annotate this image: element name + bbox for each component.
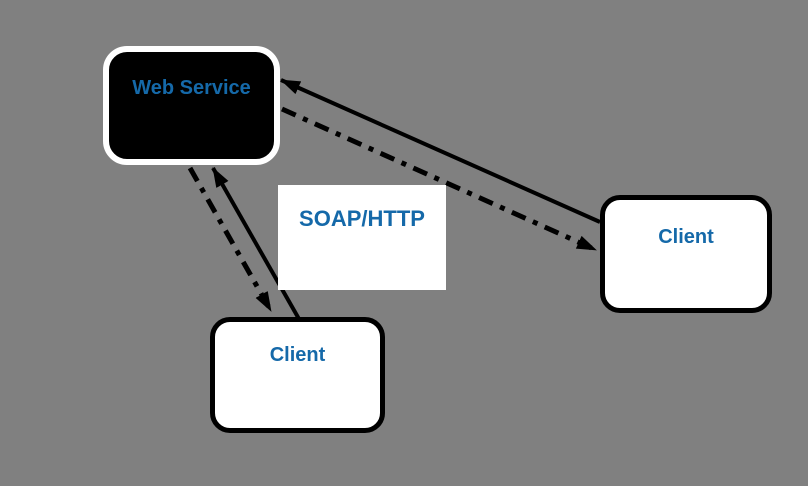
edge-webservice-to-client-bottom-dashdot-arrow — [187, 166, 274, 313]
node-web-service-label: Web Service — [132, 77, 251, 99]
node-client-bottom-label: Client — [269, 344, 326, 366]
node-client-bottom: Client — [210, 317, 385, 433]
protocol-label-box: SOAP/HTTP — [278, 185, 446, 290]
node-client-right: Client — [600, 195, 772, 313]
node-web-service: Web Service — [103, 46, 280, 165]
protocol-label: SOAP/HTTP — [299, 206, 425, 231]
node-client-right-label: Client — [658, 226, 714, 248]
